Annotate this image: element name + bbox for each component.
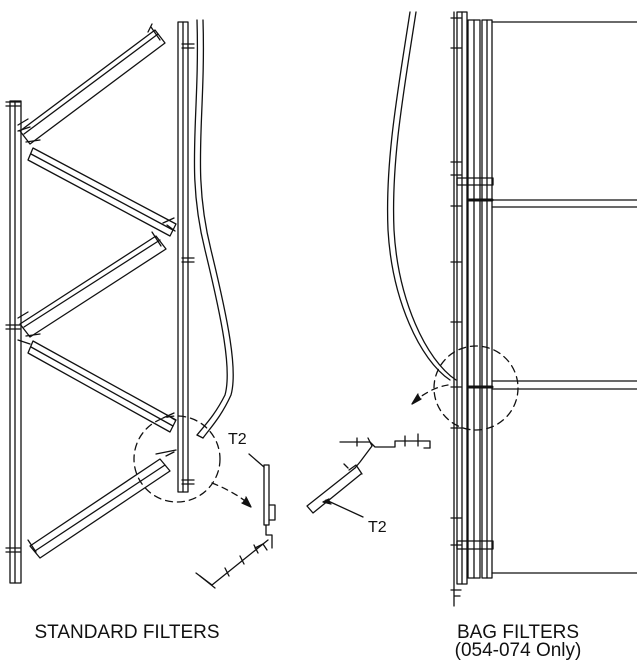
caption-bag-filters-models: (054-074 Only)	[454, 640, 582, 661]
bag-filter-frame	[450, 11, 637, 607]
filter-panel	[19, 231, 167, 338]
flexible-hose	[193, 19, 234, 439]
clip-detail-left	[195, 453, 276, 589]
clip-detail-right	[306, 433, 431, 518]
standard-filter-rack	[5, 21, 195, 584]
filter-panel	[27, 449, 177, 559]
filter-panel	[25, 139, 177, 237]
flexible-hose	[386, 11, 457, 381]
filter-panel	[19, 23, 166, 145]
detail-arrow-left	[211, 482, 251, 506]
callout-t2-left: T2	[228, 431, 247, 448]
detail-circle-right	[433, 345, 519, 431]
frame-strap	[456, 177, 494, 186]
callout-t2-right: T2	[368, 519, 387, 536]
detail-circle-left	[133, 415, 221, 503]
filter-panel	[25, 333, 177, 433]
caption-standard-filters: STANDARD FILTERS	[34, 622, 220, 643]
caption-bag-filters: BAG FILTERS	[456, 622, 580, 643]
